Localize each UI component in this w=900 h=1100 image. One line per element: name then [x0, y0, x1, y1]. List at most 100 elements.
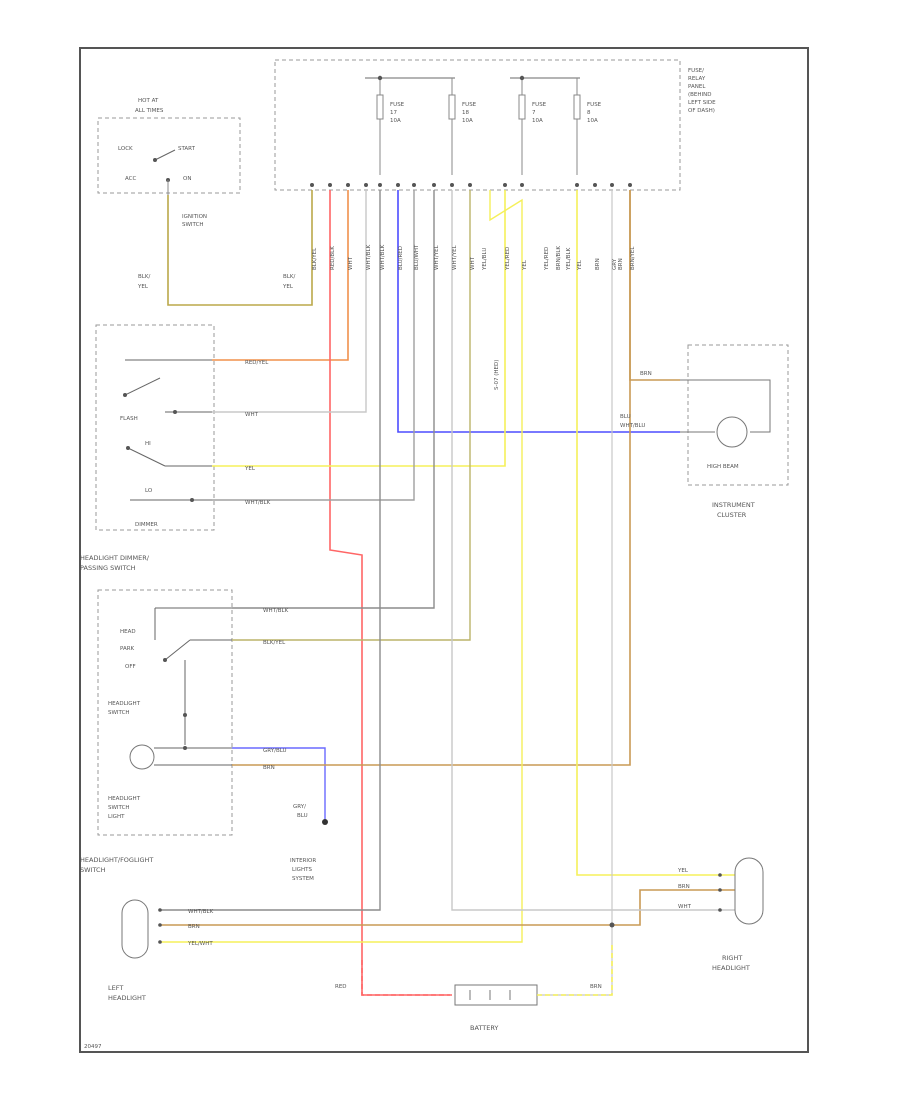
vertical-wire-label: YEL — [577, 259, 583, 271]
right-headlight: YEL BRN WHT RIGHT HEADLIGHT — [677, 857, 764, 972]
fuse-panel-outline — [274, 59, 681, 191]
instrument-cluster: BRN BLU WHT/BLU HIGH BEAM INSTRUMENT CLU… — [620, 344, 789, 519]
vertical-wire-label: RED/BLK — [330, 246, 336, 270]
interior-label-1: LIGHTS — [292, 867, 312, 873]
dimmer-switch-outline — [95, 324, 215, 531]
left-headlight-wire-0: WHT/BLK — [188, 909, 214, 915]
fuse-8-amp: 10A — [587, 118, 598, 124]
ignition-wire-right-2: YEL — [282, 284, 294, 290]
high-beam-indicator — [716, 416, 748, 448]
vertical-wire-label: WHT/YEL — [452, 244, 458, 270]
ignition-switch-outline — [97, 117, 241, 194]
vertical-wire-label: WHT/YEL — [434, 244, 440, 270]
interior-lights: GRY/ BLU INTERIOR LIGHTS SYSTEM — [290, 804, 316, 882]
vertical-wire-label: YEL/BLU — [482, 248, 488, 271]
headlight-switch-off: OFF — [125, 664, 136, 670]
instrument-cluster-outline — [687, 344, 789, 486]
connector-pins — [310, 183, 632, 187]
wire-wht-blk-left — [160, 190, 381, 911]
ignition-switch-label-2: SWITCH — [182, 222, 204, 228]
dimmer-label: DIMMER — [135, 522, 158, 528]
wire-brn-cluster — [629, 190, 680, 381]
fuse-panel-label-3: (BEHIND — [688, 92, 712, 98]
cluster-wire-blu: BLU — [620, 414, 631, 420]
ignition-acc: ACC — [125, 176, 137, 182]
headlight-light-label-0: HEADLIGHT — [108, 796, 141, 802]
fuse-7-name: FUSE — [532, 102, 547, 108]
interior-label-0: INTERIOR — [290, 858, 316, 864]
wire-wht-blk-lo: WHT/BLK — [212, 190, 415, 506]
switch-light-bulb — [129, 744, 155, 770]
vertical-wire-label: YEL/BLK — [566, 247, 572, 271]
vertical-wire-label: WHT — [470, 256, 476, 270]
headlight-switch-label-0: HEADLIGHT — [108, 701, 141, 707]
wire-wht-right — [451, 190, 735, 911]
cluster-label-1: CLUSTER — [717, 511, 747, 519]
headlight-switch-head: HEAD — [120, 629, 136, 635]
headlight-switch-outline — [97, 589, 233, 836]
vertical-wire-label: YEL/RED — [505, 247, 511, 271]
fuse-7-num: 7 — [532, 110, 536, 116]
dimmer-lo: LO — [145, 488, 153, 494]
vertical-wire-label: BRN/BLK — [556, 246, 562, 270]
fuse-panel-label-0: FUSE/ — [688, 68, 704, 74]
svg-text:WHT/BLK: WHT/BLK — [263, 608, 289, 614]
fuse-18-amp: 10A — [462, 118, 473, 124]
dimmer-hi: HI — [145, 441, 151, 447]
svg-text:WHT: WHT — [245, 412, 259, 418]
right-headlight-wire-0: YEL — [677, 868, 689, 874]
svg-text:GRY/BLU: GRY/BLU — [263, 748, 287, 754]
diagram-code: 20497 — [84, 1044, 102, 1050]
fuse-panel-label-5: OF DASH) — [688, 108, 715, 114]
wire-blu — [397, 190, 680, 433]
fuse-7: FUSE 7 10A — [518, 75, 547, 175]
svg-text:WHT/BLK: WHT/BLK — [245, 500, 271, 506]
diagram-border — [79, 47, 809, 1053]
ignition-switch: HOT AT ALL TIMES LOCK START ACC ON IGNIT… — [97, 98, 241, 228]
wire-brn-light: BRN — [232, 190, 631, 771]
left-headlight: WHT/BLK BRN YEL/WHT LEFT HEADLIGHT — [108, 899, 214, 1002]
fuse-18-name: FUSE — [462, 102, 477, 108]
vertical-wire-label: BRN — [618, 258, 624, 270]
cluster-wire-brn: BRN — [640, 371, 652, 377]
vertical-wire-label: BLU/WHT — [414, 244, 420, 270]
vertical-wire-label: BRN — [595, 258, 601, 270]
left-headlight-label-1: HEADLIGHT — [108, 994, 146, 1002]
ignition-hot-label: HOT AT — [138, 98, 159, 104]
right-headlight-label-1: HEADLIGHT — [712, 964, 750, 972]
right-headlight-wire-1: BRN — [678, 884, 690, 890]
ignition-start: START — [178, 146, 196, 152]
dimmer-arm-1 — [124, 377, 161, 396]
wire-yel-right — [576, 190, 735, 876]
fuse-18-num: 18 — [462, 110, 469, 116]
dimmer-title-0: HEADLIGHT DIMMER/ — [80, 554, 150, 562]
svg-text:RED/YEL: RED/YEL — [245, 360, 269, 366]
wire-yel-hi: YEL — [212, 190, 506, 472]
wire-blk-yel-park: BLK/YEL — [232, 190, 471, 646]
jumper-label: S-07 (HED) — [494, 360, 500, 390]
svg-text:BRN: BRN — [263, 765, 275, 771]
vertical-wire-label: BRN/YEL — [630, 246, 636, 270]
fuse-panel-label-2: PANEL — [688, 84, 706, 90]
fuse-panel-label-1: RELAY — [688, 76, 706, 82]
vertical-wire-label: WHT — [348, 256, 354, 270]
vertical-wire-label: YEL/RED — [544, 247, 550, 271]
headlight-switch-label-1: SWITCH — [108, 710, 130, 716]
left-headlight-wire-1: BRN — [188, 924, 200, 930]
svg-text:YEL: YEL — [244, 466, 256, 472]
fuse-17: FUSE 17 10A — [376, 75, 405, 175]
ignition-lock: LOCK — [118, 146, 133, 152]
headlight-switch: HEAD PARK OFF HEADLIGHT SWITCH HEADLIGHT… — [80, 589, 233, 874]
ignition-wire-left-2: YEL — [137, 284, 149, 290]
left-headlight-wire-2: YEL/WHT — [187, 941, 213, 947]
headlight-switch-park: PARK — [120, 646, 135, 652]
high-beam-label: HIGH BEAM — [707, 464, 739, 470]
vertical-wire-label: BLU/RED — [398, 246, 404, 270]
right-headlight-label-0: RIGHT — [722, 954, 742, 962]
battery-brn: BRN — [590, 984, 602, 990]
ignition-hot-label-2: ALL TIMES — [135, 108, 164, 114]
vertical-wire-label: YEL — [522, 259, 528, 271]
cluster-label-0: INSTRUMENT — [712, 501, 755, 509]
wire-wht-flash: WHT — [212, 190, 367, 418]
